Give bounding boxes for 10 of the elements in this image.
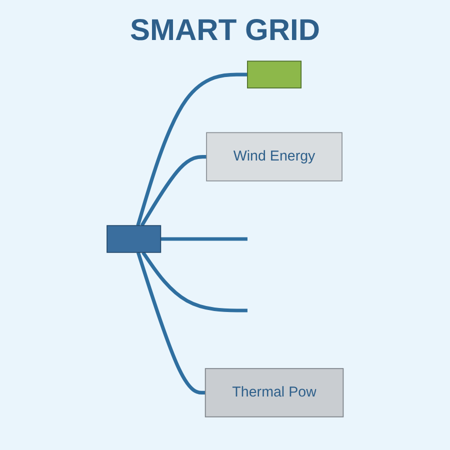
diagram-title: SMART GRID [129,14,321,48]
connector [140,155,206,226]
connector [136,72,248,226]
connector [141,251,248,312]
node-box [246,60,302,88]
node-box: Wind Energy [206,132,342,182]
connector [136,252,206,394]
node-box: Thermal Pow [204,368,344,418]
node-box [106,225,161,253]
connector [160,237,248,241]
